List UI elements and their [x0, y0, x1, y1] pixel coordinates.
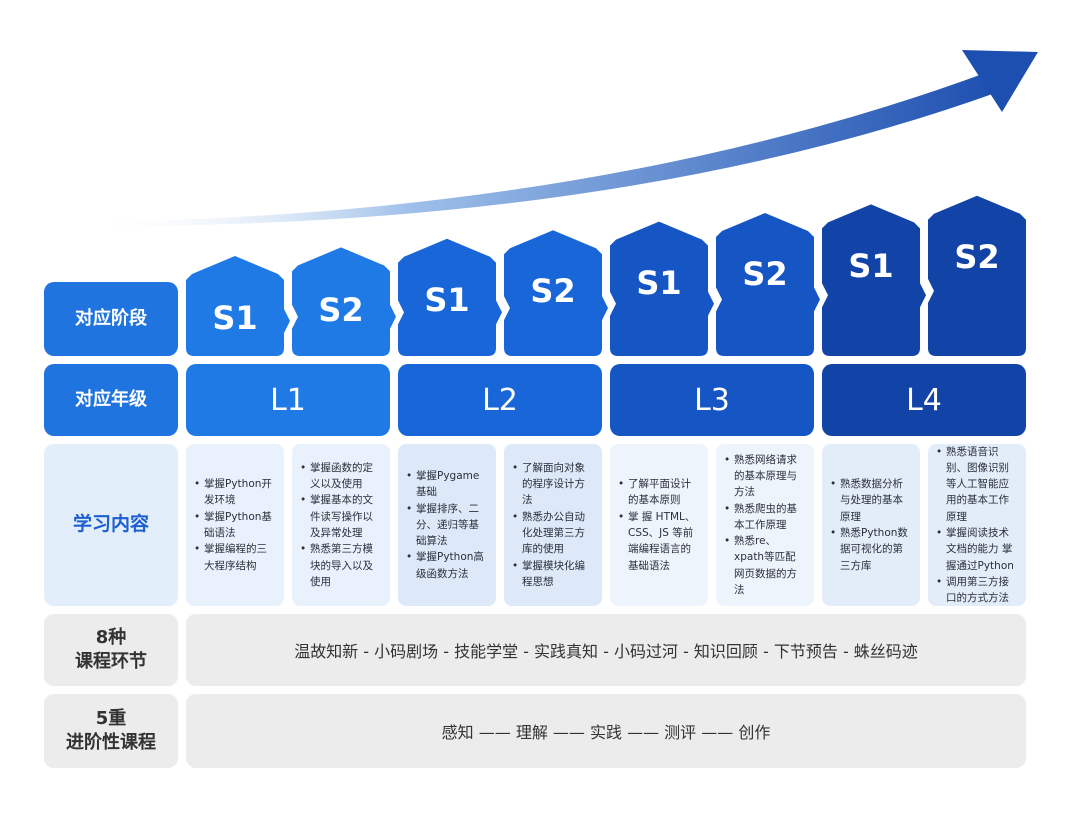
- stage-s2-l3: S2: [742, 255, 788, 293]
- grade-l3: L3: [610, 364, 814, 436]
- content-card-8: 熟悉语音识别、图像识别等人工智能应用的基本工作原理 掌握阅读技术文档的能力 掌握…: [928, 444, 1026, 606]
- grade-l4: L4: [822, 364, 1026, 436]
- content-item: 掌握函数的定义以及使用: [300, 460, 382, 493]
- stage-s2-l4: S2: [954, 238, 1000, 276]
- stage-shape-2: [292, 247, 396, 356]
- stage-s1-l1: S1: [212, 299, 258, 337]
- levels-row: 感知 —— 理解 —— 实践 —— 测评 —— 创作: [186, 694, 1026, 768]
- grade-l2: L2: [398, 364, 602, 436]
- content-item: 熟悉办公自动化处理第三方库的使用: [512, 509, 594, 558]
- content-item: 掌握Python高级函数方法: [406, 549, 488, 582]
- content-item: 熟悉数据分析与处理的基本原理: [830, 476, 912, 525]
- stage-s1-l2: S1: [424, 281, 470, 319]
- stage-s2-l1: S2: [318, 291, 364, 329]
- stage-shape-8: [928, 195, 1026, 356]
- content-card-1: 掌握Python开发环境 掌握Python基础语法 掌握编程的三大程序结构: [186, 444, 284, 606]
- content-item: 调用第三方接口的方式方法: [936, 574, 1018, 607]
- levels-label-line2: 进阶性课程: [66, 732, 156, 753]
- content-item: 掌握Pygame基础: [406, 468, 488, 501]
- grade-row-label: 对应年级: [44, 364, 178, 436]
- growth-arrow-icon: [90, 50, 1038, 227]
- stage-shape-3: [398, 238, 502, 356]
- stage-shape-4: [504, 230, 608, 356]
- sessions-row-label: 8种 课程环节: [44, 614, 178, 686]
- content-item: 了解平面设计的基本原则: [618, 476, 700, 509]
- levels-label-line1: 5重: [95, 707, 127, 729]
- content-item: 了解面向对象的程序设计方法: [512, 460, 594, 509]
- content-item: 掌握排序、二分、递归等基础算法: [406, 501, 488, 550]
- content-item: 熟悉第三方模块的导入以及使用: [300, 541, 382, 590]
- grade-l1: L1: [186, 364, 390, 436]
- levels-row-label: 5重 进阶性课程: [44, 694, 178, 768]
- content-item: 掌 握 HTML、CSS、JS 等前端编程语言的基础语法: [618, 509, 700, 574]
- content-card-7: 熟悉数据分析与处理的基本原理 熟悉Python数据可视化的第三方库: [822, 444, 920, 606]
- content-item: 熟悉网络请求的基本原理与方法: [724, 452, 806, 501]
- content-item: 熟悉re、xpath等匹配网页数据的方法: [724, 533, 806, 598]
- content-item: 掌握Python开发环境: [194, 476, 276, 509]
- stage-shape-6: [716, 213, 820, 356]
- content-item: 掌握Python基础语法: [194, 509, 276, 542]
- content-item: 熟悉语音识别、图像识别等人工智能应用的基本工作原理: [936, 444, 1018, 525]
- content-item: 熟悉爬虫的基本工作原理: [724, 501, 806, 534]
- stage-s1-l4: S1: [848, 247, 894, 285]
- stage-shapes: [186, 195, 1026, 356]
- content-item: 掌握基本的文件读写操作以及异常处理: [300, 492, 382, 541]
- stage-shape-5: [610, 221, 714, 356]
- content-card-3: 掌握Pygame基础 掌握排序、二分、递归等基础算法 掌握Python高级函数方…: [398, 444, 496, 606]
- content-card-2: 掌握函数的定义以及使用 掌握基本的文件读写操作以及异常处理 熟悉第三方模块的导入…: [292, 444, 390, 606]
- sessions-label-line1: 8种: [95, 626, 127, 648]
- content-card-4: 了解面向对象的程序设计方法 熟悉办公自动化处理第三方库的使用 掌握模块化编程思想: [504, 444, 602, 606]
- content-card-5: 了解平面设计的基本原则 掌 握 HTML、CSS、JS 等前端编程语言的基础语法: [610, 444, 708, 606]
- content-row-label: 学习内容: [44, 444, 178, 606]
- content-item: 掌握阅读技术文档的能力 掌握通过Python: [936, 525, 1018, 574]
- content-item: 熟悉Python数据可视化的第三方库: [830, 525, 912, 574]
- sessions-row: 温故知新 - 小码剧场 - 技能学堂 - 实践真知 - 小码过河 - 知识回顾 …: [186, 614, 1026, 686]
- stage-s2-l2: S2: [530, 272, 576, 310]
- stage-s1-l3: S1: [636, 264, 682, 302]
- stage-row-label: 对应阶段: [44, 282, 178, 356]
- stage-shape-7: [822, 204, 926, 356]
- content-card-6: 熟悉网络请求的基本原理与方法 熟悉爬虫的基本工作原理 熟悉re、xpath等匹配…: [716, 444, 814, 606]
- content-item: 掌握编程的三大程序结构: [194, 541, 276, 574]
- sessions-label-line2: 课程环节: [75, 651, 147, 672]
- stage-shape-1: [186, 256, 290, 356]
- content-item: 掌握模块化编程思想: [512, 558, 594, 591]
